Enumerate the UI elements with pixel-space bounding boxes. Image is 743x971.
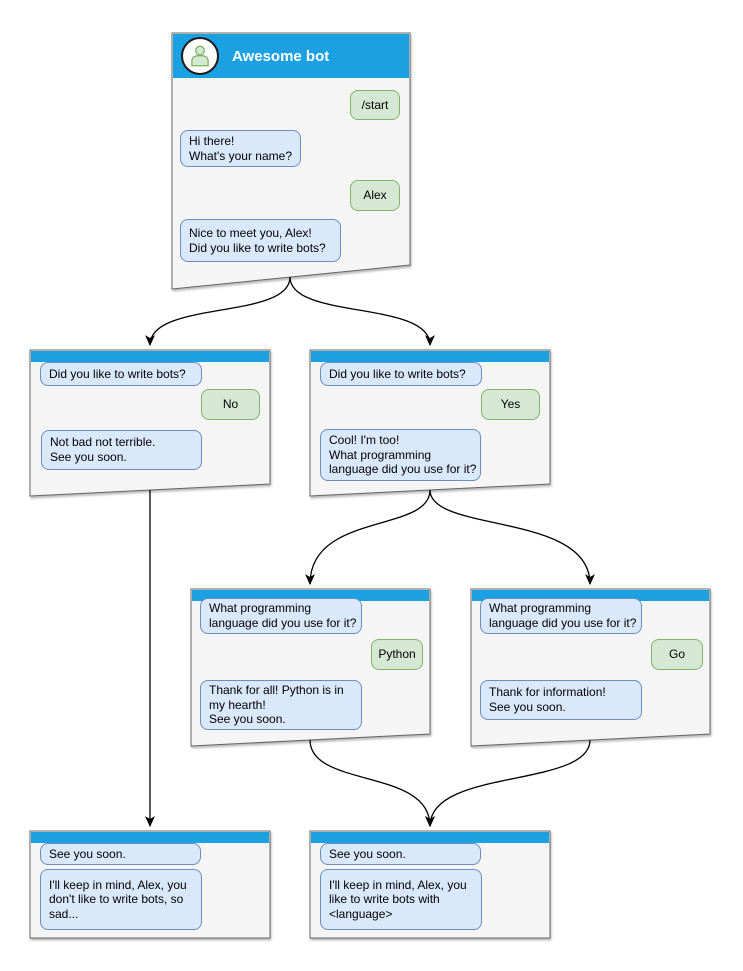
message-bubble-bot: Not bad not terrible. See you soon. xyxy=(41,430,202,470)
person-icon xyxy=(191,45,209,67)
message-bubble-bot: See you soon. xyxy=(40,843,201,865)
message-bubble-bot: Did you like to write bots? xyxy=(320,362,482,386)
message-bubble-bot: Cool! I'm too! What programming language… xyxy=(320,429,481,481)
message-bubble-user: Python xyxy=(371,639,423,670)
message-bubble-bot: See you soon. xyxy=(320,843,481,865)
arrow-go-to-end-happy xyxy=(425,739,591,828)
chat-header-end-sad xyxy=(31,832,269,843)
message-bubble-bot: Thank for all! Python is in my hearth! S… xyxy=(200,680,362,730)
message-bubble-bot: Thank for information! See you soon. xyxy=(480,680,642,720)
chat-header-lang-go xyxy=(472,590,709,601)
message-bubble-user: Alex xyxy=(350,180,400,211)
message-bubble-bot: Did you like to write bots? xyxy=(40,362,202,386)
chat-header-root: Awesome bot xyxy=(173,34,409,78)
message-bubble-bot: I'll keep in mind, Alex, you don't like … xyxy=(40,869,202,930)
arrow-yes-to-go xyxy=(429,489,595,586)
chat-header-end-happy xyxy=(311,832,549,843)
message-bubble-bot: Nice to meet you, Alex! Did you like to … xyxy=(180,219,341,262)
chat-header-branch-no xyxy=(31,351,269,362)
bot-title: Awesome bot xyxy=(232,47,330,65)
chat-header-lang-python xyxy=(192,590,429,601)
chat-header-branch-yes xyxy=(311,351,549,362)
message-bubble-user: /start xyxy=(350,90,400,120)
arrow-root-to-branch-yes xyxy=(289,276,435,347)
message-bubble-user: Go xyxy=(651,639,703,670)
message-bubble-user: Yes xyxy=(481,389,540,420)
arrow-root-to-branch-no xyxy=(145,276,291,347)
message-bubble-bot: What programming language did you use fo… xyxy=(480,598,642,634)
message-bubble-user: No xyxy=(201,389,260,420)
bot-avatar xyxy=(181,37,219,75)
message-bubble-bot: I'll keep in mind, Alex, you like to wri… xyxy=(320,869,482,930)
arrow-python-to-end-happy xyxy=(309,739,435,828)
arrow-yes-to-python xyxy=(305,489,431,586)
message-bubble-bot: Hi there! What's your name? xyxy=(180,130,301,167)
message-bubble-bot: What programming language did you use fo… xyxy=(200,598,362,634)
